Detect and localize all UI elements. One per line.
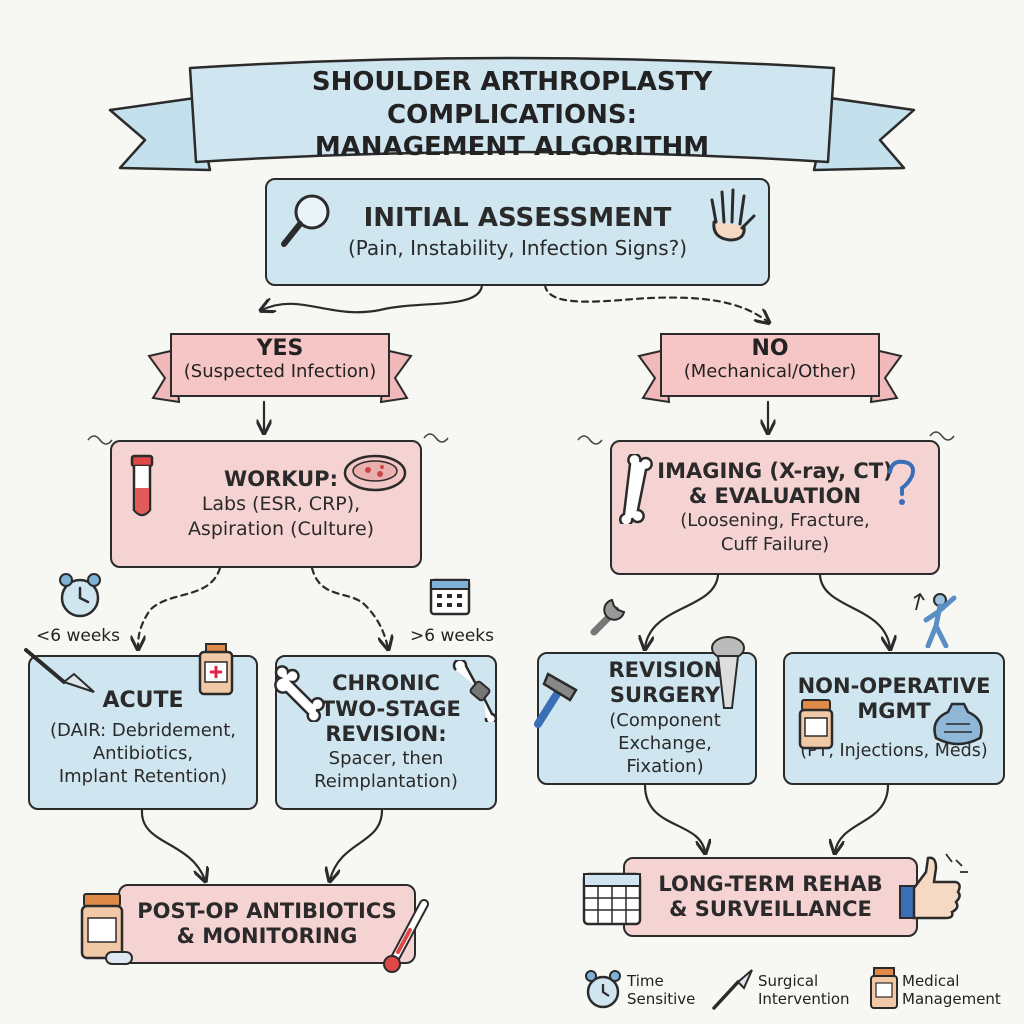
nonop-title: NON-OPERATIVE (797, 673, 991, 698)
stretching-person-icon (913, 592, 957, 648)
scalpel-icon (24, 648, 95, 693)
imaging-line: Cuff Failure) (720, 533, 830, 555)
imaging-box: IMAGING (X-ray, CT) & EVALUATION (Loosen… (610, 440, 940, 575)
workup-line: Labs (ESR, CRP), (201, 492, 361, 515)
pill-bottle-icon (798, 699, 834, 750)
arrow-workup-to-chronic (310, 566, 388, 648)
postop-title: POST-OP ANTIBIOTICS (137, 898, 397, 923)
test-tube-icon (130, 454, 154, 517)
imaging-title: IMAGING (X-ray, CT) (657, 458, 893, 483)
thermometer-icon (383, 899, 429, 973)
arrow-initial-to-yes (262, 283, 484, 314)
initial-assessment-title: INITIAL ASSESSMENT (363, 203, 672, 234)
initial-assessment-subtitle: (Pain, Instability, Infection Signs?) (347, 235, 688, 260)
workup-title: WORKUP: (224, 466, 338, 491)
scalpel-icon (712, 969, 753, 1010)
ice-pack-icon (933, 702, 983, 746)
bone-icon (274, 665, 325, 722)
imaging-title: & EVALUATION (688, 484, 862, 509)
revision-line: (Component (609, 709, 721, 731)
magnifying-glass-icon (281, 194, 330, 247)
chronic-title: (TWO-STAGE (311, 696, 461, 721)
under-six-weeks-label: <6 weeks (36, 626, 120, 646)
chronic-title: CHRONIC (332, 671, 440, 696)
calendar-icon (582, 872, 642, 926)
medicine-bottle-icon (198, 643, 234, 696)
arrow-acute-to-postop (140, 808, 205, 880)
wrench-icon (590, 598, 626, 636)
pill-bottle-icon (870, 967, 898, 1009)
calendar-icon (429, 578, 471, 616)
revision-line: Exchange, Fixation) (618, 733, 712, 778)
postop-title: & MONITORING (176, 924, 358, 948)
hammer-icon (534, 672, 578, 728)
arrow-imaging-to-nonop (818, 573, 890, 648)
alarm-clock-icon (59, 573, 101, 618)
nonop-line: (PT, Injections, Meds) (800, 741, 988, 762)
chronic-line: Spacer, then (328, 747, 444, 769)
acute-line: Antibiotics, (92, 743, 194, 764)
arrow-nonop-to-rehab (835, 783, 890, 852)
arrow-chronic-to-postop (330, 808, 384, 880)
revision-title: SURGERY (609, 683, 721, 708)
acute-title: ACUTE (102, 688, 184, 714)
thumbs-up-icon (899, 853, 968, 920)
rehab-box: LONG-TERM REHAB & SURVEILLANCE (623, 857, 918, 937)
yes-ribbon (147, 333, 413, 404)
arrow-workup-to-acute (138, 566, 222, 648)
arrow-initial-to-no (543, 283, 768, 322)
chronic-line: Reimplantation) (314, 771, 458, 793)
acute-line: (DAIR: Debridement, (50, 719, 236, 741)
imaging-line: (Loosening, Fracture, (680, 510, 870, 532)
chronic-box: CHRONIC (TWO-STAGE REVISION: Spacer, the… (275, 655, 497, 810)
implant-icon (452, 660, 498, 722)
petri-dish-icon (343, 454, 407, 492)
non-operative-box: NON-OPERATIVE MGMT (PT, Injections, Meds… (783, 652, 1005, 785)
chronic-title: REVISION: (325, 721, 447, 746)
no-label: NO (Mechanical/Other) (683, 336, 857, 382)
over-six-weeks-label: >6 weeks (410, 626, 494, 646)
initial-assessment-box: INITIAL ASSESSMENT (Pain, Instability, I… (265, 178, 770, 286)
bone-icon (619, 454, 653, 524)
workup-line: Aspiration (Culture) (187, 517, 375, 540)
acute-line: Implant Retention) (58, 766, 228, 788)
no-ribbon (637, 333, 903, 404)
revision-surgery-box: REVISION SURGERY (Component Exchange, Fi… (537, 652, 757, 785)
pill-bottle-icon (80, 893, 133, 965)
arrow-revision-to-rehab (643, 783, 705, 852)
diagram-title: SHOULDER ARTHROPLASTY COMPLICATIONS: MAN… (311, 67, 713, 162)
rehab-title: LONG-TERM REHAB (658, 871, 883, 896)
alarm-clock-icon (585, 970, 621, 1009)
question-mark-icon (888, 459, 915, 505)
yes-label: YES (Suspected Infection) (183, 336, 377, 382)
hand-icon (710, 188, 756, 242)
shoulder-implant-icon (711, 636, 745, 709)
title-ribbon (108, 56, 916, 172)
postop-box: POST-OP ANTIBIOTICS & MONITORING (118, 884, 416, 964)
nonop-title: MGMT (857, 699, 931, 724)
revision-title: REVISION (608, 658, 722, 683)
rehab-title: & SURVEILLANCE (669, 897, 872, 921)
